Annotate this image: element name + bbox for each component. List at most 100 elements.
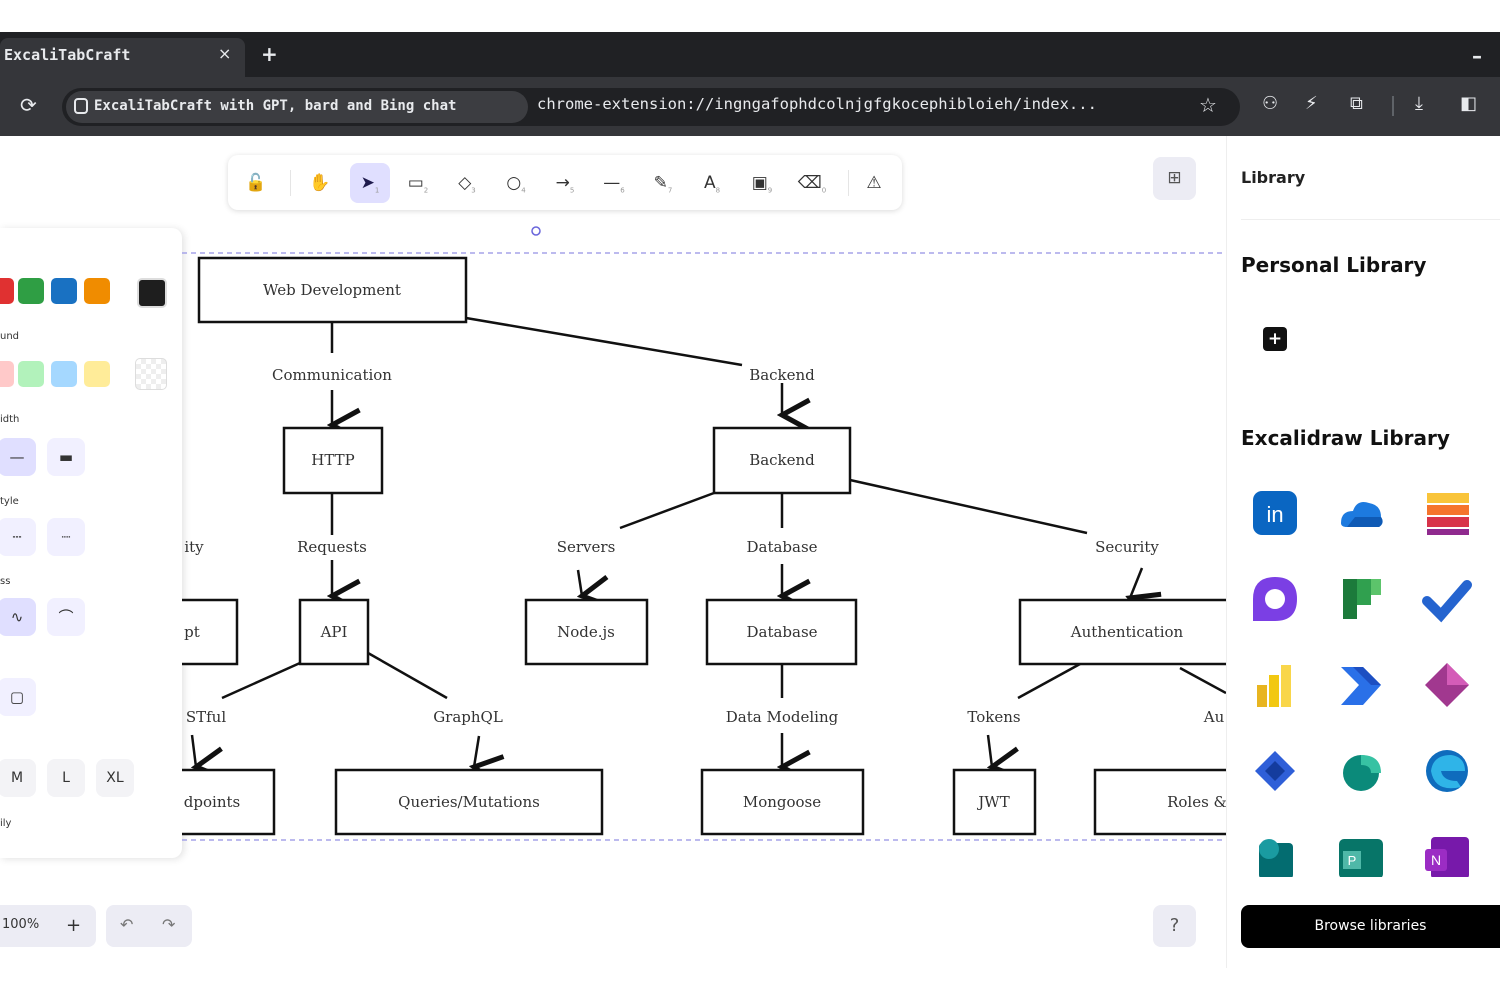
power-apps-icon[interactable]: [1421, 659, 1473, 711]
onedrive-icon[interactable]: [1335, 487, 1387, 539]
library-title: Library: [1241, 168, 1306, 187]
stroke-color-swatch[interactable]: [51, 278, 77, 304]
rectangle-tool-icon[interactable]: ▭2: [407, 173, 429, 195]
teams-chat-icon[interactable]: [1249, 573, 1301, 625]
node-authentication: [1018, 598, 1226, 666]
font-family-label: ily: [0, 818, 12, 829]
label-web-development: Web Development: [263, 281, 401, 299]
library-toggle-button[interactable]: ⊞: [1153, 157, 1196, 200]
help-icon[interactable]: ?: [1153, 905, 1196, 947]
svg-text:in: in: [1266, 502, 1283, 527]
window-minimize-button[interactable]: –: [1472, 44, 1482, 68]
browse-libraries-label: Browse libraries: [1314, 918, 1427, 934]
node-nodejs: [524, 598, 649, 666]
toolbar-divider: [1392, 96, 1394, 116]
shape-toolbar: [228, 155, 902, 210]
arrow-tool-icon[interactable]: →5: [555, 173, 575, 195]
onenote-icon[interactable]: N: [1421, 831, 1473, 877]
redo-icon[interactable]: ↷: [162, 915, 176, 934]
todo-icon[interactable]: [1421, 573, 1473, 625]
ellipse-tool-icon[interactable]: ○4: [506, 173, 526, 195]
new-tab-button[interactable]: +: [261, 42, 278, 66]
stroke-color-swatch[interactable]: [84, 278, 110, 304]
label-http: HTTP: [311, 451, 354, 469]
url-text[interactable]: chrome-extension://ingngafophdcolnjgfgko…: [537, 95, 1097, 113]
power-automate-icon[interactable]: [1335, 659, 1387, 711]
library-divider: [1241, 219, 1500, 220]
reload-icon[interactable]: ⟳: [20, 93, 37, 117]
label-backend-node: Backend: [749, 451, 815, 469]
extension-bolt-icon[interactable]: ⚡: [1305, 93, 1318, 114]
sharepoint-icon[interactable]: [1249, 831, 1301, 877]
label-script: pt: [184, 623, 200, 641]
selection-tool-icon[interactable]: ➤1: [350, 163, 390, 203]
browse-libraries-button[interactable]: Browse libraries: [1241, 905, 1500, 948]
browser-tab[interactable]: ExcaliTabCraft: [0, 38, 245, 77]
linkedin-icon[interactable]: in: [1249, 487, 1301, 539]
edge-label-au: Au: [1203, 708, 1225, 726]
font-size-xl[interactable]: XL: [96, 759, 134, 797]
stroke-width-medium[interactable]: —: [0, 438, 36, 476]
bookmark-star-icon[interactable]: ☆: [1199, 93, 1217, 117]
top-margin: [0, 0, 1500, 32]
hand-tool-icon[interactable]: ✋: [309, 173, 331, 193]
zoom-in-button[interactable]: +: [66, 915, 82, 936]
toolbar-divider: [290, 170, 291, 196]
line-tool-icon[interactable]: —6: [603, 173, 625, 195]
stroke-style-dotted[interactable]: ┈: [47, 518, 85, 556]
sloppiness-cartoonist[interactable]: ⌒: [47, 598, 85, 636]
label-endpoints: dpoints: [184, 793, 240, 811]
background-color-swatch[interactable]: [18, 361, 44, 387]
office-stack-icon[interactable]: [1421, 487, 1473, 539]
diamond-tool-icon[interactable]: ◇3: [458, 173, 476, 195]
edge-label-data-modeling: Data Modeling: [726, 708, 839, 726]
tab-close-icon[interactable]: ×: [218, 44, 232, 63]
background-color-swatch[interactable]: [0, 361, 14, 387]
label-database-node: Database: [746, 623, 817, 641]
current-stroke-color[interactable]: [137, 278, 167, 308]
edge-swirl-icon[interactable]: [1335, 745, 1387, 797]
svg-text:N: N: [1431, 852, 1441, 868]
edge-icon[interactable]: [1421, 745, 1473, 797]
viva-icon[interactable]: [1249, 745, 1301, 797]
site-info-chip[interactable]: ExcaliTabCraft with GPT, bard and Bing c…: [66, 91, 528, 123]
background-color-swatch[interactable]: [84, 361, 110, 387]
stroke-width-bold[interactable]: ▬: [47, 438, 85, 476]
sloppiness-artist[interactable]: ∿: [0, 598, 36, 636]
stroke-color-swatch[interactable]: [18, 278, 44, 304]
stroke-style-dashed[interactable]: ┄: [0, 518, 36, 556]
eraser-tool-icon[interactable]: ⌫0: [797, 173, 827, 195]
zoom-level[interactable]: 100%: [2, 917, 40, 932]
undo-icon[interactable]: ↶: [120, 915, 134, 934]
publisher-icon[interactable]: P: [1335, 831, 1387, 877]
undo-redo-controls: ↶ ↷: [106, 905, 192, 947]
background-color-swatch[interactable]: [51, 361, 77, 387]
add-to-library-icon[interactable]: +: [1263, 327, 1287, 351]
planner-icon[interactable]: [1335, 573, 1387, 625]
stroke-color-swatch[interactable]: [0, 278, 14, 304]
image-tool-icon[interactable]: ▣9: [751, 173, 773, 195]
side-panel-icon[interactable]: ◧: [1460, 93, 1478, 114]
library-sidebar: [1226, 136, 1500, 968]
transparent-swatch[interactable]: [135, 358, 167, 390]
lock-tool-icon[interactable]: 🔓: [245, 173, 267, 193]
edge-label-backend: Backend: [749, 366, 815, 384]
label-roles: Roles &: [1167, 793, 1226, 811]
draw-tool-icon[interactable]: ✎7: [653, 173, 673, 195]
extension-user-icon[interactable]: ⚇: [1262, 93, 1279, 114]
powerbi-icon[interactable]: [1249, 659, 1301, 711]
font-size-l[interactable]: L: [47, 759, 85, 797]
mind-map-diagram: Web Development HTTP Backend pt API Node…: [182, 226, 1226, 841]
stroke-width-label: idth: [0, 414, 20, 425]
node-http: [282, 426, 384, 495]
download-icon[interactable]: ⤓: [1415, 93, 1423, 114]
more-tools-tool-icon[interactable]: ⚠: [866, 173, 882, 193]
extensions-puzzle-icon[interactable]: ⧉: [1350, 93, 1363, 114]
edge-label-communication: Communication: [272, 366, 392, 384]
extension-page-icon: [74, 98, 88, 114]
text-tool-icon[interactable]: A8: [703, 173, 721, 195]
edges-round[interactable]: ▢: [0, 678, 36, 716]
label-api: API: [320, 623, 348, 641]
node-script: [182, 598, 239, 666]
font-size-m[interactable]: M: [0, 759, 36, 797]
